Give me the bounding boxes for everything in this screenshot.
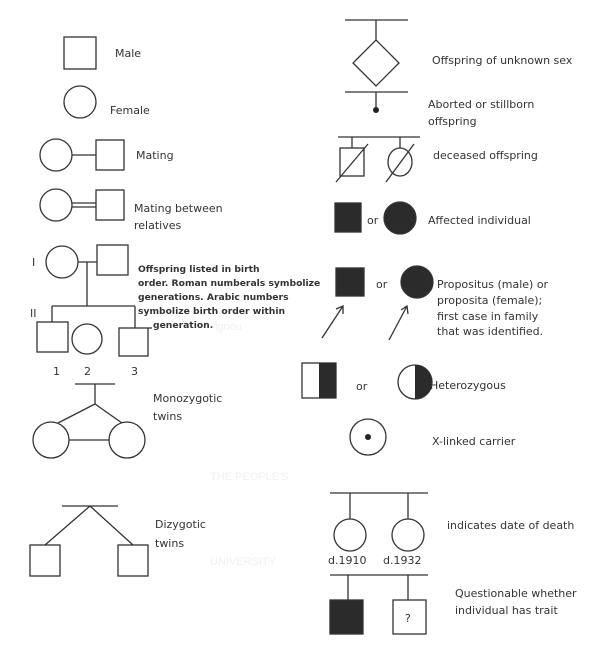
relatives-label-1: Mating between xyxy=(134,202,223,215)
death-date-2: d.1932 xyxy=(383,554,421,567)
svg-text:ignou: ignou xyxy=(215,321,242,333)
propositus-label-4: that was identified. xyxy=(437,325,543,338)
watermark: ignou THE PEOPLE'S UNIVERSITY xyxy=(210,321,289,568)
x-linked-carrier-symbol xyxy=(349,418,387,456)
consanguineous-mating-symbol xyxy=(39,188,125,222)
arrow-icon xyxy=(321,304,409,341)
death-label: indicates date of death xyxy=(447,519,574,532)
x-linked-label: X-linked carrier xyxy=(432,435,516,448)
birth-order-1: 1 xyxy=(53,365,60,378)
propositus-symbol xyxy=(335,267,365,297)
heterozygous-female-symbol xyxy=(397,364,433,400)
proposita-symbol xyxy=(400,265,434,299)
relatives-label-2: relatives xyxy=(134,219,181,232)
propositus-label-2: proposita (female); xyxy=(437,294,542,307)
offspring-note-1: Offspring listed in birth xyxy=(138,264,260,275)
deceased-offspring-symbol xyxy=(335,136,420,183)
or-text: or xyxy=(356,380,368,393)
female-label: Female xyxy=(110,104,150,117)
monozygotic-label-2: twins xyxy=(153,410,182,423)
mating-label: Mating xyxy=(136,149,174,162)
dizygotic-twins-symbol xyxy=(29,505,149,577)
offspring-note-4: symbolize birth order within xyxy=(138,306,285,317)
question-mark: ? xyxy=(405,612,411,625)
offspring-note-3: generations. Arabic numbers xyxy=(138,292,289,303)
svg-text:UNIVERSITY: UNIVERSITY xyxy=(210,556,277,568)
affected-male-symbol xyxy=(334,202,362,233)
or-text: or xyxy=(367,214,379,227)
questionable-trait-symbol xyxy=(329,574,428,635)
generation-label-ii: II xyxy=(30,307,37,320)
propositus-label-3: first case in family xyxy=(437,310,539,323)
monozygotic-label-1: Monozygotic xyxy=(153,392,222,405)
heterozygous-label: Heterozygous xyxy=(430,379,506,392)
deceased-label: deceased offspring xyxy=(433,149,538,162)
questionable-label-1: Questionable whether xyxy=(455,587,577,600)
aborted-label-2: offspring xyxy=(428,115,477,128)
questionable-label-2: individual has trait xyxy=(455,604,558,617)
monozygotic-twins-symbol xyxy=(32,383,146,459)
svg-text:THE PEOPLE'S: THE PEOPLE'S xyxy=(210,471,289,483)
death-date-1: d.1910 xyxy=(328,554,366,567)
mating-symbol xyxy=(39,138,125,172)
offspring-note-5: generation. xyxy=(153,320,213,331)
dizygotic-label-1: Dizygotic xyxy=(155,518,206,531)
unknown-sex-symbol xyxy=(345,19,408,93)
aborted-symbol xyxy=(373,92,379,113)
dizygotic-label-2: twins xyxy=(155,537,184,550)
propositus-label-1: Propositus (male) or xyxy=(437,278,549,291)
birth-order-2: 2 xyxy=(84,365,91,378)
offspring-note-2: order. Roman numberals symbolize xyxy=(138,278,320,289)
affected-label: Affected individual xyxy=(428,214,531,227)
birth-order-3: 3 xyxy=(131,365,138,378)
male-label: Male xyxy=(115,47,141,60)
unknown-sex-label: Offspring of unknown sex xyxy=(432,54,573,67)
heterozygous-male-symbol xyxy=(301,362,337,399)
generation-label-i: I xyxy=(32,256,35,269)
or-text: or xyxy=(376,278,388,291)
male-symbol xyxy=(63,36,97,70)
date-of-death-symbol xyxy=(330,492,428,552)
aborted-label-1: Aborted or stillborn xyxy=(428,98,534,111)
birth-order-pedigree xyxy=(36,244,152,357)
female-symbol xyxy=(63,85,97,119)
affected-female-symbol xyxy=(383,201,417,235)
